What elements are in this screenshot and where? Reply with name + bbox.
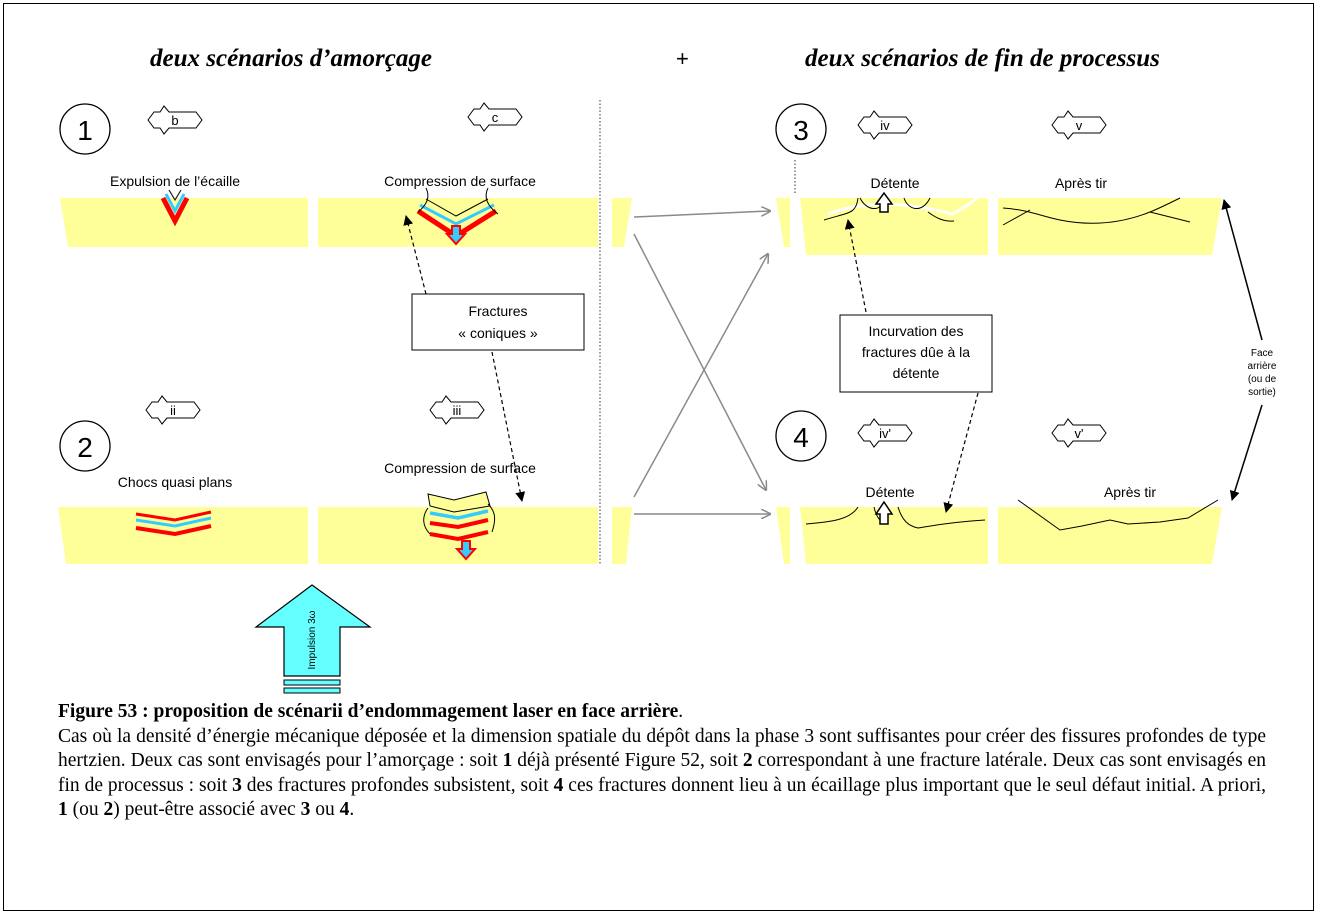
slab-ii <box>58 507 308 564</box>
face-line4: sortie) <box>1248 387 1276 398</box>
tag-iii: iii <box>429 395 485 425</box>
label-expulsion: Expulsion de l’écaille <box>110 173 240 189</box>
slab-edge-right-2 <box>776 507 790 564</box>
small-down-arrow-iii <box>454 540 478 561</box>
label-chocs: Chocs quasi plans <box>118 474 232 490</box>
arrow-1-to-3 <box>633 211 770 218</box>
label-compression-2: Compression de surface <box>384 460 536 476</box>
scenario-number-4: 4 <box>775 410 827 462</box>
tag-v-label: v <box>1076 118 1083 133</box>
slab-edge-right-1 <box>776 198 790 247</box>
tag-b: b <box>147 105 203 135</box>
compression-shock-iii <box>423 491 496 542</box>
scenario-number-1-label: 1 <box>77 115 93 146</box>
caption-text-4: des fractures profondes subsistent, soit <box>241 774 554 796</box>
caption-text-8: ou <box>310 799 340 820</box>
callout-fractures-line1: Fractures <box>468 303 527 319</box>
callout-incurvation-line3: détente <box>893 365 940 381</box>
after-firing-v-prime-surface <box>1017 499 1219 531</box>
damage-scenario-diagram: deux scénarios d’amorçage + deux scénari… <box>58 45 1277 694</box>
tag-iv-label: iv <box>880 118 890 133</box>
scenario-connection-arrows <box>633 211 770 514</box>
tag-iv-prime: iv' <box>857 418 913 448</box>
slab-iii <box>318 507 598 564</box>
face-line1: Face <box>1251 348 1274 359</box>
caption-bold-6: 2 <box>103 799 114 820</box>
callout-incurvation-line1: Incurvation des <box>869 323 964 339</box>
arrow-1-to-4 <box>633 233 766 490</box>
tag-b-label: b <box>171 113 178 128</box>
expulsion-shock <box>160 189 190 227</box>
caption-text-3: correspondant à une fracture latérale. D… <box>58 750 1267 796</box>
scenario-number-3: 3 <box>775 103 827 155</box>
tag-ii: ii <box>145 395 201 425</box>
tag-iv: iv <box>857 110 913 140</box>
tag-iii-label: iii <box>453 403 462 418</box>
caption-bold-1: 1 <box>502 750 513 771</box>
face-line2: arrière <box>1248 361 1277 372</box>
scenario-number-1: 1 <box>59 103 111 155</box>
slab-iv-prime <box>800 507 988 564</box>
slab-v <box>998 198 1222 255</box>
caption-bold-3: 3 <box>232 774 242 796</box>
caption-bold-4: 4 <box>553 774 564 796</box>
caption-title: Figure 53 : proposition de scénarii d’en… <box>58 701 679 722</box>
label-apres-tir-1: Après tir <box>1055 175 1107 191</box>
callout-incurvation-line2: fractures dûe à la <box>862 344 970 360</box>
slab-b <box>60 198 308 247</box>
caption-text-5: ces fractures donnent lieu à un écaillag… <box>563 774 1267 796</box>
slab-edge-left-1 <box>612 198 632 247</box>
caption-text-1: Cas où la densité d’énergie mécanique dé… <box>58 725 1266 772</box>
slab-v-prime <box>998 507 1222 564</box>
caption-bold-2: 2 <box>742 750 753 771</box>
caption-bold-7: 3 <box>300 799 311 820</box>
heading-left: deux scénarios d’amorçage <box>150 45 432 72</box>
heading-right: deux scénarios de fin de processus <box>805 45 1160 72</box>
slab-iv <box>800 198 988 255</box>
small-down-arrow-c <box>444 225 468 246</box>
planar-shocks <box>135 510 212 537</box>
figure-caption: Figure 53 : proposition de scénarii d’en… <box>58 700 1266 823</box>
caption-text-7: ) peut-être associé avec <box>113 799 301 820</box>
tag-v-prime-label: v' <box>1075 426 1084 441</box>
face-line3: (ou de <box>1248 374 1277 385</box>
caption-text-2: déjà présenté Figure 52, soit <box>512 750 743 771</box>
detente-iv-prime <box>805 500 986 529</box>
scenario-number-4-label: 4 <box>793 422 809 453</box>
callout-fractures-coniques: Fractures « coniques » <box>403 215 585 502</box>
callout-fractures-line2: « coniques » <box>458 325 538 341</box>
scenario-number-2-label: 2 <box>77 432 93 463</box>
caption-text-9: . <box>349 799 355 820</box>
arrow-2-to-3 <box>633 254 768 498</box>
tag-c-label: c <box>492 110 499 125</box>
after-firing-v-surface <box>1002 197 1191 226</box>
label-face-arriere: Face arrière (ou de sortie) <box>1221 199 1277 501</box>
heading-plus: + <box>676 46 689 71</box>
tag-v: v <box>1051 110 1107 140</box>
impulse-arrow: Impulsion 3ω <box>254 584 372 694</box>
callout-incurvation: Incurvation des fractures dûe à la déten… <box>839 219 993 513</box>
caption-text-6: (ou <box>67 799 104 820</box>
impulse-arrow-label: Impulsion 3ω <box>307 610 318 669</box>
tag-v-prime: v' <box>1051 418 1107 448</box>
figure-frame <box>3 3 1314 911</box>
slabs <box>58 198 1222 564</box>
scenario-number-2: 2 <box>59 420 111 472</box>
label-detente-2: Détente <box>865 484 914 500</box>
scenario-number-3-label: 3 <box>793 115 809 146</box>
caption-title-end: . <box>678 701 684 722</box>
tag-ii-label: ii <box>170 403 176 418</box>
caption-bold-5: 1 <box>58 799 68 820</box>
caption-bold-8: 4 <box>339 799 350 820</box>
tag-iv-prime-label: iv' <box>879 426 891 441</box>
label-detente-1: Détente <box>870 175 919 191</box>
label-compression-1: Compression de surface <box>384 173 536 189</box>
slab-edge-left-2 <box>612 507 632 564</box>
label-apres-tir-2: Après tir <box>1104 484 1156 500</box>
detente-iv <box>823 188 988 222</box>
tag-c: c <box>467 102 523 132</box>
